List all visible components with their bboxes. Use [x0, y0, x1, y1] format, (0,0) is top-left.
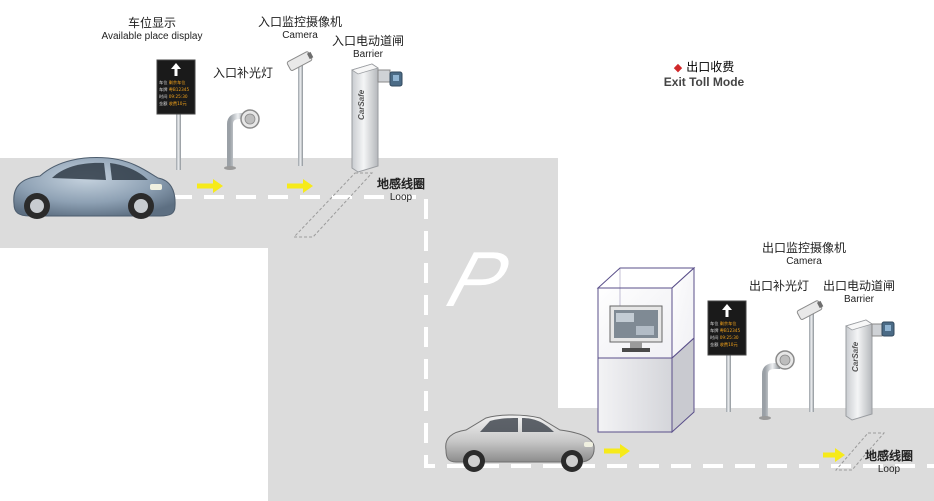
- camera-icon: [796, 300, 824, 320]
- entry-loop-coil: [292, 172, 374, 238]
- sign-row-value: 收费10元: [168, 101, 187, 106]
- entry-light-label-cn: 入口补光灯: [212, 66, 273, 80]
- display-label-cn: 车位显示: [127, 16, 176, 30]
- sign-row: 金额 收费10元: [710, 341, 746, 348]
- exit-car: [445, 414, 595, 472]
- entry-camera-label-cn: 入口监控摄像机: [257, 15, 342, 29]
- exit-camera-label-en: Camera: [786, 256, 822, 267]
- barrier-motor-icon: [871, 321, 895, 337]
- display-label: 车位显示 Available place display: [94, 16, 210, 44]
- entry-fill-light: [224, 109, 260, 170]
- entry-camera-label-en: Camera: [282, 30, 318, 41]
- exit-barrier-label-cn: 出口电动道闸: [822, 279, 895, 293]
- exit-mode-title: ◆出口收费 Exit Toll Mode: [650, 58, 758, 89]
- sign-row-key: 车位: [159, 80, 168, 85]
- exit-loop-label: 地感线圈 Loop: [858, 449, 920, 477]
- exit-barrier-label: 出口电动道闸 Barrier: [818, 279, 900, 307]
- camera-icon: [286, 51, 314, 71]
- exit-loop-label-en: Loop: [877, 464, 901, 475]
- entry-barrier-label-cn: 入口电动道闸: [331, 34, 404, 48]
- exit-loop-coil: [834, 432, 886, 471]
- sign-row-key: 车牌: [159, 87, 168, 92]
- exit-barrier-label-en: Barrier: [843, 294, 874, 305]
- sign-row-key: 金额: [159, 101, 168, 106]
- exit-camera: [796, 300, 824, 412]
- barrier-brand-logo: CarSafe: [357, 89, 366, 120]
- entry-display-sign: [156, 59, 196, 170]
- sign-row: 车位 剩余车位: [710, 320, 746, 327]
- up-arrow-icon: [171, 63, 181, 76]
- direction-arrows: [197, 179, 845, 462]
- exit-fill-light: [759, 350, 795, 420]
- sign-row: 车牌 粤B12345: [159, 86, 195, 93]
- up-arrow-icon: [722, 304, 732, 317]
- sign-row: 车位 剩余车位: [159, 79, 195, 86]
- sign-row-key: 车位: [710, 321, 719, 326]
- exit-camera-label-cn: 出口监控摄像机: [761, 241, 846, 255]
- lane-markings: [172, 195, 934, 468]
- arrow-icon: [604, 444, 630, 458]
- sign-row-value: 粤B12345: [719, 328, 741, 333]
- arrow-icon: [197, 179, 223, 193]
- exit-toll-booth: [596, 266, 696, 434]
- sign-row: 时间 09:25:30: [159, 93, 195, 100]
- exit-mode-title-cn: 出口收费: [686, 60, 735, 74]
- sign-row-key: 时间: [159, 94, 168, 99]
- entry-camera-label: 入口监控摄像机 Camera: [252, 15, 348, 43]
- sign-row: 时间 09:25:30: [710, 334, 746, 341]
- sign-row-value: 09:25:30: [719, 335, 739, 340]
- display-label-en: Available place display: [101, 31, 203, 42]
- sign-row: 金额 收费10元: [159, 100, 195, 107]
- diamond-icon: ◆: [673, 61, 683, 74]
- exit-display-sign: [707, 300, 747, 412]
- exit-light-label-cn: 出口补光灯: [748, 279, 809, 293]
- barrier-motor-icon: [377, 69, 403, 87]
- monitor-icon: [609, 305, 663, 352]
- sign-row-value: 收费10元: [719, 342, 738, 347]
- entry-barrier-label: 入口电动道闸 Barrier: [328, 34, 408, 62]
- entry-barrier-label-en: Barrier: [352, 49, 383, 60]
- entry-camera: [286, 51, 314, 166]
- exit-light-label: 出口补光灯: [744, 279, 814, 294]
- sign-row-key: 金额: [710, 342, 719, 347]
- barrier-brand-logo: CarSafe: [851, 341, 860, 372]
- sign-row-key: 车牌: [710, 328, 719, 333]
- sign-row-value: 粤B12345: [168, 87, 190, 92]
- arrow-icon: [823, 448, 845, 462]
- exit-barrier: CarSafe: [845, 319, 895, 421]
- entry-loop-label: 地感线圈 Loop: [370, 177, 432, 205]
- exit-camera-label: 出口监控摄像机 Camera: [756, 241, 852, 269]
- entry-sign-rows: 车位 剩余车位 车牌 粤B12345 时间 09:25:30 金额 收费10元: [159, 79, 195, 107]
- entry-loop-label-cn: 地感线圈: [376, 177, 425, 191]
- road-surface: [0, 158, 934, 501]
- sign-row-key: 时间: [710, 335, 719, 340]
- exit-mode-title-en: Exit Toll Mode: [663, 75, 745, 89]
- entry-car: [13, 157, 176, 219]
- sign-row: 车牌 粤B12345: [710, 327, 746, 334]
- entry-loop-label-en: Loop: [389, 192, 413, 203]
- exit-sign-rows: 车位 剩余车位 车牌 粤B12345 时间 09:25:30 金额 收费10元: [710, 320, 746, 348]
- entry-barrier: CarSafe: [351, 63, 403, 173]
- arrow-icon: [287, 179, 313, 193]
- sign-row-value: 剩余车位: [719, 321, 737, 326]
- exit-loop-label-cn: 地感线圈: [864, 449, 913, 463]
- entry-light-label: 入口补光灯: [208, 66, 278, 81]
- sign-row-value: 剩余车位: [168, 80, 186, 85]
- sign-row-value: 09:25:30: [168, 94, 188, 99]
